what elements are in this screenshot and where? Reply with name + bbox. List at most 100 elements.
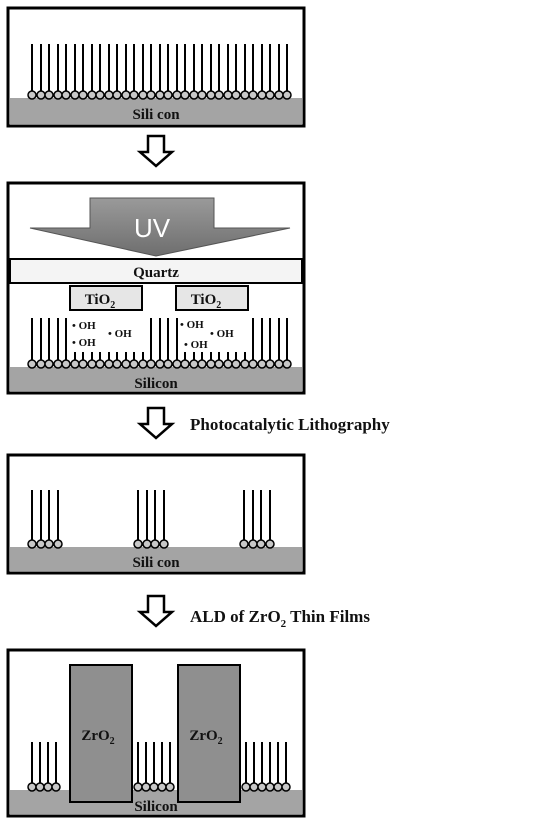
zro2-film-right-label: ZrO2 bbox=[189, 728, 222, 747]
sam-molecule bbox=[27, 318, 37, 369]
sam-molecule bbox=[61, 318, 71, 369]
sam-head-group bbox=[36, 90, 46, 100]
sam-head-group bbox=[112, 90, 122, 100]
sam-head-group bbox=[35, 782, 45, 792]
sam-head-group bbox=[206, 359, 216, 369]
sam-head-group bbox=[150, 539, 160, 549]
sam-molecule bbox=[265, 742, 275, 792]
panel-4-substrate bbox=[10, 790, 302, 814]
step-label-ald: ALD of ZrO2 Thin Films bbox=[190, 607, 370, 630]
sam-molecule bbox=[248, 318, 258, 369]
oh-radical: • OH bbox=[72, 320, 96, 332]
panel-3-monolayer bbox=[27, 490, 275, 549]
zro2-film-left bbox=[69, 664, 133, 803]
zro2-film-left-label: ZrO2 bbox=[81, 728, 114, 747]
sam-head-group bbox=[249, 782, 259, 792]
sam-head-group bbox=[78, 90, 88, 100]
sam-head-group bbox=[70, 90, 80, 100]
panel-2-substrate-label: Silicon bbox=[134, 376, 178, 392]
sam-molecule bbox=[35, 742, 45, 792]
oh-zone-right bbox=[178, 318, 246, 352]
sam-head-group bbox=[256, 539, 266, 549]
sam-molecule bbox=[239, 490, 249, 549]
sam-head-group bbox=[265, 782, 275, 792]
sam-molecule bbox=[138, 44, 148, 100]
sam-head-group bbox=[197, 359, 207, 369]
sam-head-group bbox=[95, 90, 105, 100]
sam-head-group bbox=[43, 782, 53, 792]
tio2-mask-left bbox=[69, 285, 143, 311]
tio2-mask-right-label: TiO2 bbox=[191, 292, 222, 311]
sam-head-group bbox=[70, 359, 80, 369]
sam-molecule bbox=[27, 742, 37, 792]
uv-arrow-icon bbox=[29, 197, 291, 257]
sam-molecule bbox=[180, 44, 190, 100]
sam-head-group bbox=[104, 90, 114, 100]
sam-molecule bbox=[78, 44, 88, 100]
sam-head-group bbox=[121, 90, 131, 100]
sam-head-group bbox=[155, 90, 165, 100]
sam-head-group bbox=[87, 90, 97, 100]
quartz-plate bbox=[9, 258, 303, 284]
sam-head-group bbox=[146, 90, 156, 100]
panel-4-monolayer bbox=[27, 742, 291, 792]
sam-head-group bbox=[27, 359, 37, 369]
sam-molecule bbox=[44, 44, 54, 100]
sam-head-group bbox=[282, 90, 292, 100]
tio2-mask-right bbox=[175, 285, 249, 311]
sam-head-group bbox=[78, 359, 88, 369]
sam-head-group bbox=[240, 90, 250, 100]
sam-head-group bbox=[141, 782, 151, 792]
sam-head-group bbox=[44, 539, 54, 549]
zro2-film-right bbox=[177, 664, 241, 803]
sam-molecule bbox=[53, 490, 63, 549]
sam-molecule bbox=[27, 490, 37, 549]
sam-head-group bbox=[241, 782, 251, 792]
panel-2-photocatalytic-exposure: UV Quartz TiO2 TiO2 • OH • OH • OH • OH … bbox=[6, 181, 306, 395]
sam-head-group bbox=[146, 359, 156, 369]
sam-head-group bbox=[248, 90, 258, 100]
sam-head-group bbox=[27, 539, 37, 549]
sam-molecule bbox=[248, 44, 258, 100]
sam-head-group bbox=[214, 359, 224, 369]
sam-molecule bbox=[265, 318, 275, 369]
uv-label: UV bbox=[134, 213, 171, 243]
sam-head-group bbox=[274, 90, 284, 100]
sam-head-group bbox=[172, 90, 182, 100]
oh-radical: • OH bbox=[184, 339, 208, 351]
sam-molecule bbox=[223, 44, 233, 100]
sam-head-group bbox=[273, 782, 283, 792]
sam-molecule bbox=[53, 44, 63, 100]
sam-head-group bbox=[112, 359, 122, 369]
sam-molecule bbox=[95, 44, 105, 100]
sam-molecule bbox=[146, 44, 156, 100]
sam-head-group bbox=[265, 90, 275, 100]
sam-head-group bbox=[189, 359, 199, 369]
panel-4-substrate-label: Silicon bbox=[134, 799, 178, 815]
sam-head-group bbox=[133, 782, 143, 792]
sam-molecule bbox=[155, 44, 165, 100]
down-arrow-icon bbox=[136, 134, 176, 168]
sam-molecule bbox=[142, 490, 152, 549]
sam-head-group bbox=[231, 90, 241, 100]
sam-head-group bbox=[27, 782, 37, 792]
sam-head-group bbox=[53, 539, 63, 549]
sam-head-group bbox=[157, 782, 167, 792]
sam-molecule bbox=[146, 318, 156, 369]
sam-head-group bbox=[248, 539, 258, 549]
sam-head-group bbox=[142, 539, 152, 549]
sam-molecule bbox=[44, 318, 54, 369]
panel-1-substrate-label: Sili con bbox=[132, 107, 180, 123]
panel-3-patterned-sam: Sili con bbox=[6, 453, 306, 575]
sam-head-group bbox=[53, 90, 63, 100]
sam-head-group bbox=[274, 359, 284, 369]
sam-head-group bbox=[36, 539, 46, 549]
step-arrow-2: Photocatalytic Lithography bbox=[136, 406, 390, 440]
sam-head-group bbox=[180, 90, 190, 100]
sam-molecule bbox=[214, 44, 224, 100]
panel-1-initial-sam: Sili con bbox=[6, 6, 306, 128]
sam-head-group bbox=[104, 359, 114, 369]
sam-head-group bbox=[129, 90, 139, 100]
panel-3-substrate bbox=[10, 547, 302, 571]
